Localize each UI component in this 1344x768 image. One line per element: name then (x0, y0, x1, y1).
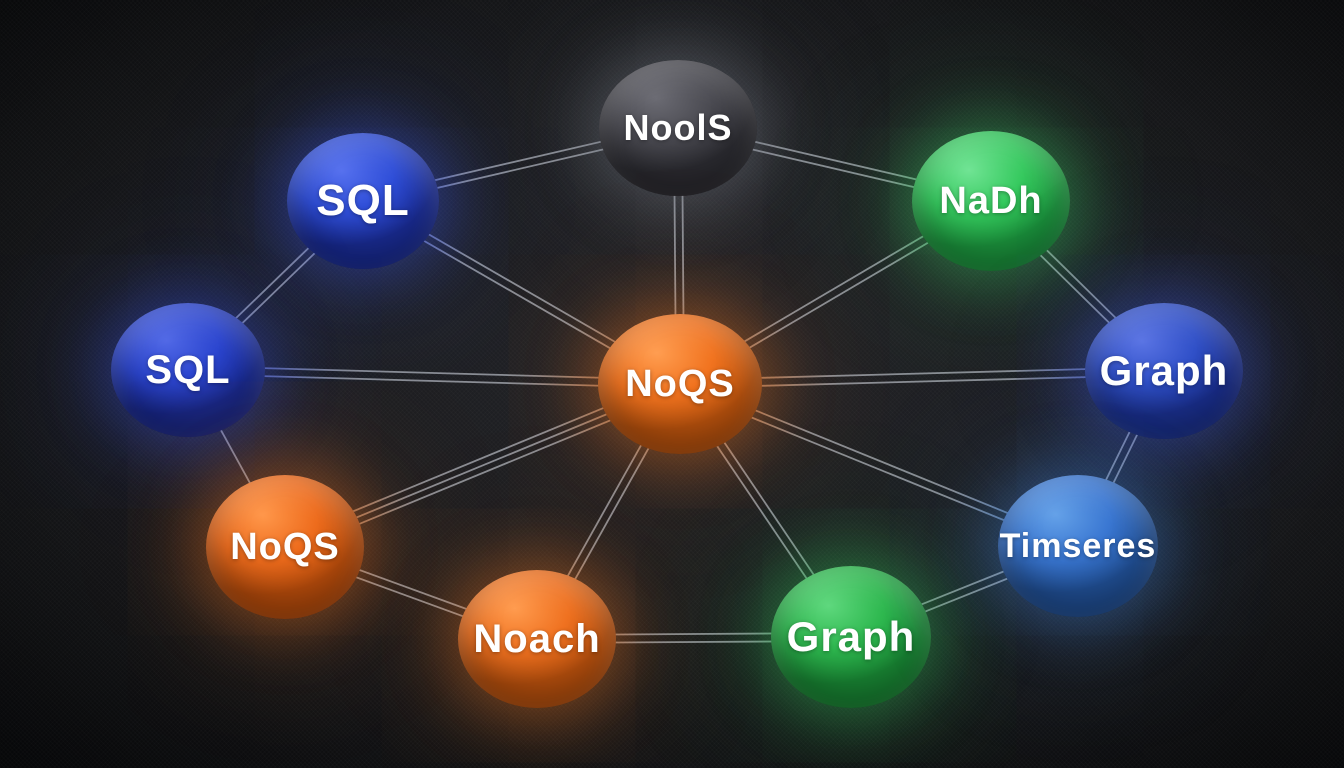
node-timseres: Timseres (998, 475, 1158, 617)
node-label-nadh: NaDh (939, 179, 1043, 222)
node-nools: NoolS (599, 60, 757, 196)
node-label-sql-top-left: SQL (316, 176, 410, 225)
node-label-nools: NoolS (623, 107, 733, 148)
node-nadh: NaDh (912, 131, 1070, 271)
node-sql-top-left: SQL (287, 133, 439, 269)
node-sql-left: SQL (111, 303, 265, 437)
node-noqs-center-hub: NoQS (598, 314, 762, 454)
node-label-sql-left: SQL (145, 347, 231, 392)
node-label-graph-right: Graph (1099, 347, 1229, 394)
node-label-noach: Noach (473, 616, 601, 661)
node-label-noqs-center: NoQS (625, 362, 735, 405)
node-label-noqs-lower-left: NoQS (230, 525, 340, 568)
node-noqs-lower-left: NoQS (206, 475, 364, 619)
node-label-timseres: Timseres (999, 526, 1157, 565)
node-graph-bottom: Graph (771, 566, 931, 708)
node-noach: Noach (458, 570, 616, 708)
node-label-graph-bottom: Graph (786, 613, 916, 660)
edge-noqs-center-sql-l (187, 373, 680, 389)
node-graph-right: Graph (1085, 303, 1243, 439)
